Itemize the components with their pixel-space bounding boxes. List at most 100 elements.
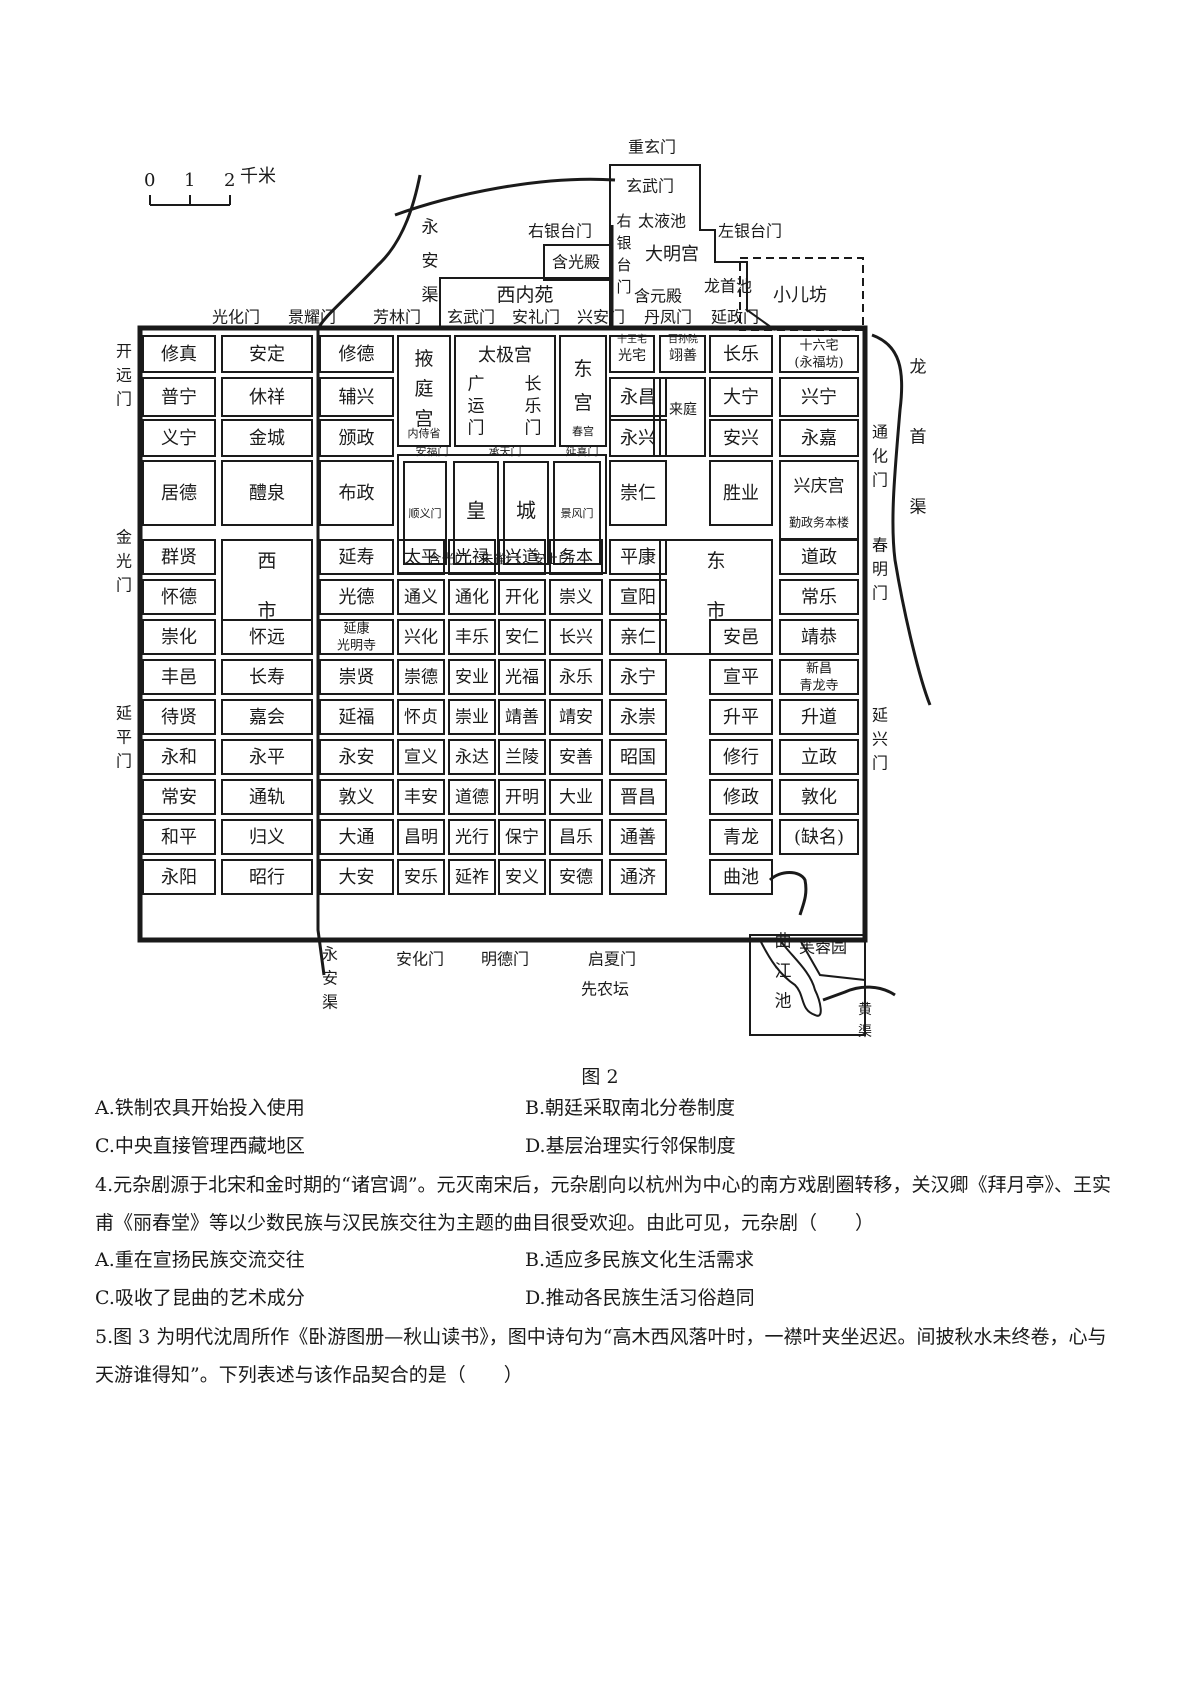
- taiji-palace-block: [454, 335, 556, 447]
- ward-block: [142, 335, 216, 373]
- ward-block: [221, 779, 313, 815]
- hanguang-gate-label: 含光门: [428, 552, 467, 568]
- ward-name: 休祥: [249, 387, 285, 408]
- xiaoerfang-label: 小儿坊: [773, 285, 827, 306]
- ward-block: [609, 699, 667, 735]
- ward-name: 昭国: [620, 747, 656, 768]
- east-market-block: [659, 539, 773, 655]
- ward-name: 晋昌: [620, 787, 656, 808]
- ward-block: [609, 659, 667, 695]
- ward-name: 曲池: [723, 867, 759, 888]
- ward-block: [142, 460, 216, 526]
- ward-name: 安乐: [404, 868, 438, 888]
- imperial-office-block: [403, 461, 447, 565]
- chongxuan-gate-label: 重玄门: [628, 138, 676, 157]
- ward-name: 延祚: [455, 868, 489, 888]
- ward-block: [498, 579, 546, 615]
- ward-name: 永安: [339, 747, 375, 768]
- ward-block: [779, 579, 859, 615]
- yongan-canal-south-label: 渠: [322, 993, 338, 1012]
- guangzhai-block: [609, 335, 655, 373]
- ward-name: 敦化: [801, 787, 837, 808]
- longshou-canal-label: 龙: [910, 358, 927, 378]
- east-gate-label: 门: [872, 754, 888, 773]
- longshou-canal-label: 渠: [910, 498, 927, 518]
- ward-name: 务本: [559, 548, 593, 568]
- ward-block: [142, 779, 216, 815]
- ward-block: [448, 579, 496, 615]
- ward-block: [709, 335, 773, 373]
- ward-name: 光德: [339, 587, 375, 608]
- scale-label-1: 1: [184, 170, 195, 191]
- ward-block: [709, 859, 773, 895]
- taiji-label: 太极宫: [478, 345, 532, 366]
- ward-name: 义宁: [161, 428, 197, 449]
- ward-name: 永乐: [559, 668, 593, 688]
- ward-name: 道政: [801, 547, 837, 568]
- huang-canal-label: 黄: [858, 1001, 872, 1018]
- yongan-canal-path: [316, 174, 422, 976]
- ward-block: [319, 739, 394, 775]
- ward-block: [221, 819, 313, 855]
- laiting-label: 来庭: [669, 401, 697, 418]
- ward-name: 安业: [455, 668, 489, 688]
- ward-name: 宣阳: [620, 587, 656, 608]
- ward-grid: [142, 335, 859, 895]
- ward-name: 永崇: [620, 707, 656, 728]
- ward-name: 兴道: [505, 548, 539, 568]
- ward-block: [498, 859, 546, 895]
- ward-name: 长乐: [723, 344, 759, 365]
- ward-name: 崇仁: [620, 483, 656, 504]
- ward-name: 辅兴: [339, 387, 375, 408]
- east-gate-label: 通: [872, 423, 888, 442]
- longshou-pool-label: 龙首池: [704, 277, 752, 296]
- ward-name: 修行: [723, 747, 759, 768]
- q4-option-b: B.适应多民族文化生活需求: [525, 1249, 755, 1271]
- north-gate-label: 延政门: [711, 308, 759, 327]
- ward-block: [448, 819, 496, 855]
- ward-block: [779, 419, 859, 457]
- ward-block: [142, 377, 216, 417]
- hanguangdian-label: 含光殿: [552, 253, 600, 272]
- ward-block: [609, 539, 667, 575]
- ward-name: 兰陵: [505, 748, 539, 768]
- ward-name: 嘉会: [249, 707, 285, 728]
- ward-block: [549, 819, 603, 855]
- youyintai-vertical-label: 右: [616, 212, 631, 230]
- ward-block: [549, 619, 603, 655]
- ward-name: 通济: [620, 867, 656, 888]
- daming-gong-outline: [609, 164, 776, 331]
- changle-gate-label: 门: [525, 419, 542, 439]
- ward-block: [709, 419, 773, 457]
- ward-name: 修政: [723, 787, 759, 808]
- ward-name: 光明寺: [337, 639, 376, 654]
- north-gate-label: 丹凤门: [644, 308, 692, 327]
- xiaoerfang-box: [739, 257, 864, 331]
- ward-name: 安邑: [723, 627, 759, 648]
- ward-name: 崇业: [455, 708, 489, 728]
- ward-block: [549, 579, 603, 615]
- q4-option-d: D.推动各民族生活习俗趋同: [525, 1287, 755, 1309]
- youyintai-vertical-label: 门: [616, 278, 631, 296]
- ward-name: 通化: [455, 588, 489, 608]
- qujiang-area: [749, 934, 866, 1036]
- daming-gong-label: 大明宫: [645, 244, 699, 265]
- ward-block: [779, 377, 859, 417]
- ward-name: 居德: [161, 483, 197, 504]
- north-gate-label: 兴安门: [577, 308, 625, 327]
- scale-label-2: 2: [224, 170, 235, 191]
- ward-block: [448, 859, 496, 895]
- ward-name: 开明: [505, 788, 539, 808]
- ward-block: [397, 739, 445, 775]
- map-labels: 修真安定修德长乐十六宅(永福坊)普宁休祥辅兴永昌大宁兴宁义宁金城颁政永兴安兴永嘉…: [116, 138, 927, 1041]
- ward-block: [397, 579, 445, 615]
- ward-block: [397, 779, 445, 815]
- ward-name: 怀贞: [404, 708, 438, 728]
- longshou-canal-label: 首: [910, 428, 927, 448]
- ward-block: [142, 419, 216, 457]
- ward-name: 兴化: [404, 628, 438, 648]
- north-gate-label: 安礼门: [512, 308, 560, 327]
- ward-name: 大宁: [723, 387, 759, 408]
- ward-block: [609, 460, 667, 526]
- ward-block: [779, 335, 859, 373]
